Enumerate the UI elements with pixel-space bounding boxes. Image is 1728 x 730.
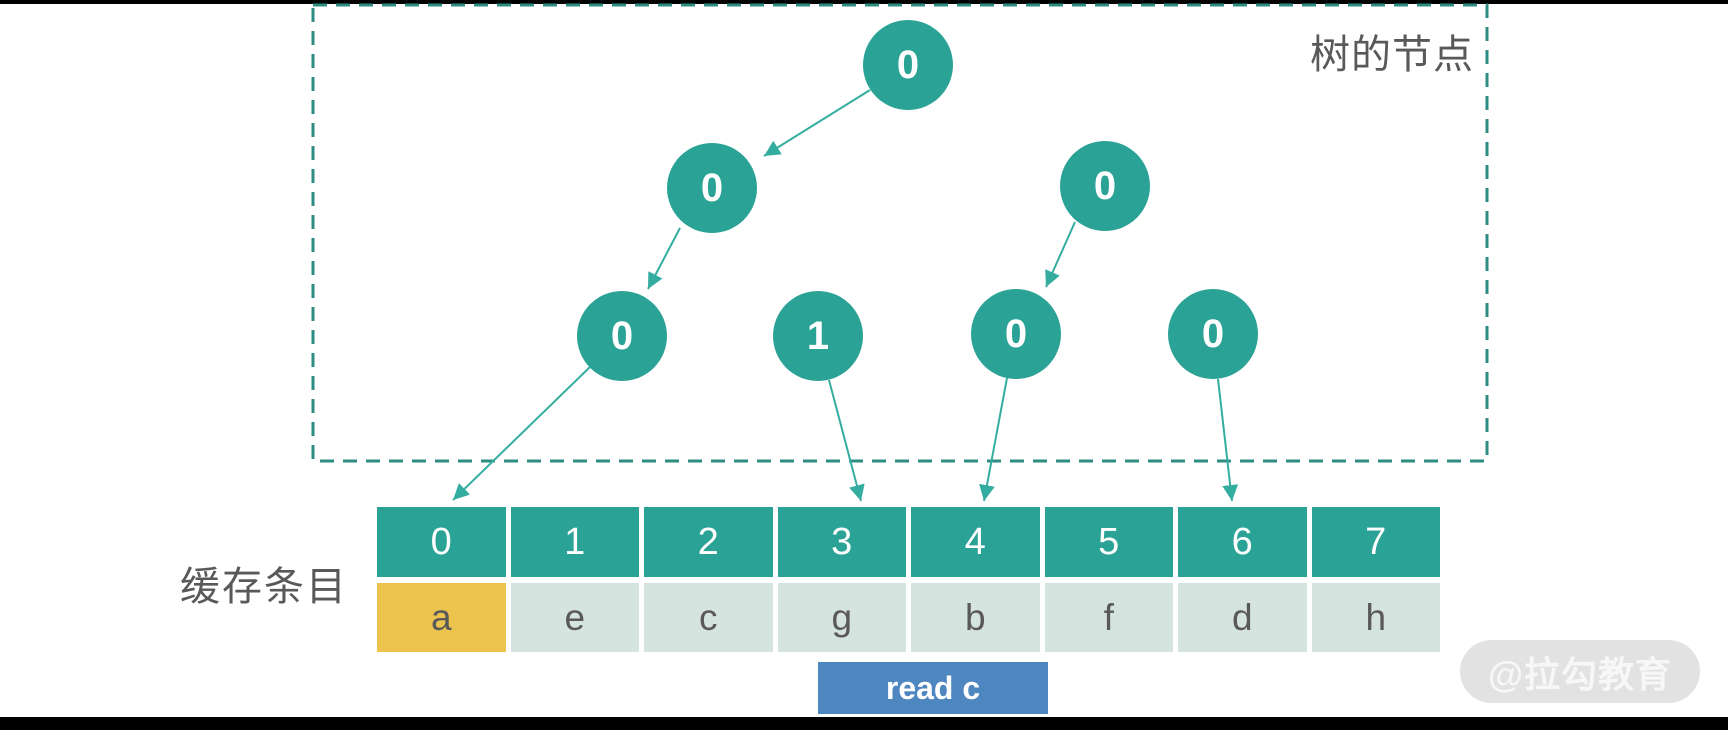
- tree-node-left: 0: [667, 143, 757, 233]
- cache-entry-cell-0: a: [377, 583, 506, 652]
- watermark-badge: @拉勾教育: [1460, 640, 1700, 703]
- tree-arrow-left-left-to-cache-cell-0: [452, 366, 591, 501]
- tree-arrow-right-left-to-cache-cell-4: [979, 377, 1008, 502]
- tree-node-right-right: 0: [1168, 289, 1258, 379]
- cache-index-cell-3: 3: [777, 507, 906, 577]
- tree-arrow-left-to-left-left: [647, 227, 681, 290]
- cache-entry-cell-3: g: [777, 583, 906, 652]
- cache-index-cell-2: 2: [644, 507, 773, 577]
- tree-node-left-right: 1: [773, 291, 863, 381]
- cache-index-cell-6: 6: [1178, 507, 1307, 577]
- tree-node-left-left: 0: [577, 291, 667, 381]
- cache-index-cell-0: 0: [377, 507, 506, 577]
- cache-entry-cell-2: c: [644, 583, 773, 652]
- read-c-badge: read c: [818, 662, 1048, 714]
- tree-node-right: 0: [1060, 141, 1150, 231]
- tree-arrow-right-to-right-left: [1045, 221, 1076, 288]
- cache-entry-cell-6: d: [1178, 583, 1307, 652]
- cache-index-cell-5: 5: [1044, 507, 1173, 577]
- cache-index-cell-1: 1: [510, 507, 639, 577]
- cache-entry-cell-7: h: [1311, 583, 1440, 652]
- tree-node-right-left: 0: [971, 289, 1061, 379]
- cache-entry-cell-4: b: [911, 583, 1040, 652]
- top-black-bar: [0, 0, 1728, 4]
- tree-arrow-right-right-to-cache-cell-6: [1217, 378, 1239, 502]
- tree-arrow-left-right-to-cache-cell-3: [828, 379, 865, 502]
- cache-entry-cell-5: f: [1044, 583, 1173, 652]
- tree-node-root: 0: [863, 20, 953, 110]
- cache-entries-label: 缓存条目: [180, 565, 348, 609]
- tree-arrow-root-to-left: [763, 89, 871, 157]
- tree-dashed-border: [311, 3, 1489, 463]
- watermark-text: @拉勾教育: [1487, 653, 1673, 695]
- tree-box-title: 树的节点: [1310, 33, 1474, 77]
- cache-entry-cell-1: e: [510, 583, 639, 652]
- bottom-black-bar: [0, 717, 1728, 730]
- cache-index-cell-4: 4: [911, 507, 1040, 577]
- cache-index-cell-7: 7: [1311, 507, 1440, 577]
